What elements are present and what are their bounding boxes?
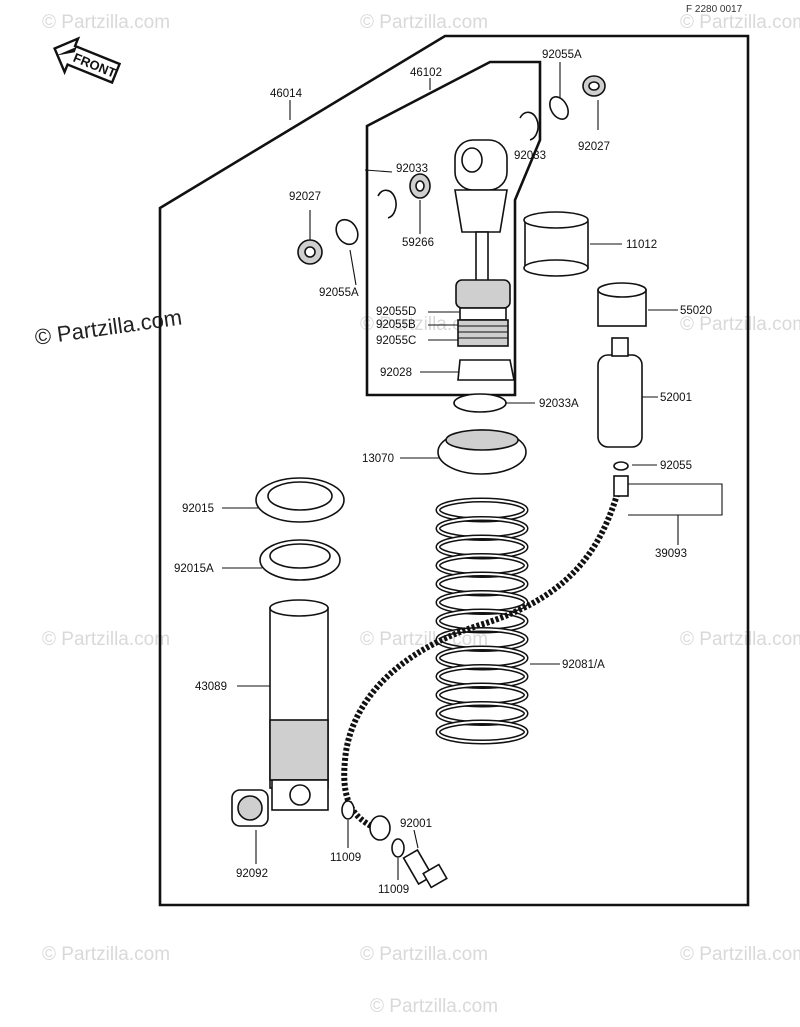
cap-icon <box>597 282 647 327</box>
part-label: 92033 <box>514 150 546 162</box>
assembly-frame <box>158 34 750 907</box>
part-label: 11009 <box>378 884 409 896</box>
snap-ring-icon <box>519 111 539 141</box>
hose-icon <box>341 483 623 833</box>
part-label: 92033A <box>539 398 579 410</box>
part-label: 92027 <box>578 141 610 153</box>
part-label: 92015A <box>174 563 214 575</box>
watermark: © Partzilla.com <box>360 12 488 33</box>
shock-body-icon <box>454 139 511 347</box>
lock-nut-icon <box>255 477 345 523</box>
part-label: 92055 <box>660 460 692 472</box>
parts <box>231 75 647 889</box>
banjo-fitting-icon <box>369 815 391 841</box>
part-label: 13070 <box>362 453 394 465</box>
part-label: 59266 <box>402 237 434 249</box>
lock-nut-icon <box>259 539 341 581</box>
watermark: © Partzilla.com <box>360 944 488 965</box>
part-label: 92055D <box>376 306 416 318</box>
subassembly-frame <box>365 60 542 397</box>
part-label: 92028 <box>380 367 412 379</box>
bolt-icon <box>402 848 448 889</box>
snap-ring-icon <box>453 393 507 413</box>
part-label: 52001 <box>660 392 692 404</box>
watermark: © Partzilla.com <box>42 12 170 33</box>
shock-cylinder-icon <box>269 599 329 811</box>
washer-icon <box>341 800 355 820</box>
part-label: 92081/A <box>562 659 605 671</box>
watermark: © Partzilla.com <box>680 629 800 650</box>
snap-ring-icon <box>377 189 397 219</box>
ring-icon <box>457 359 515 381</box>
watermark: © Partzilla.com <box>360 314 488 335</box>
front-arrow-icon: FRONT <box>53 36 122 85</box>
spring-coil-highlight <box>437 721 527 743</box>
part-label: 92001 <box>400 818 432 830</box>
watermark: © Partzilla.com <box>370 996 498 1017</box>
watermark: © Partzilla.com <box>680 314 800 335</box>
cover-icon <box>523 211 589 277</box>
part-label: 92055A <box>542 49 582 61</box>
washer-icon <box>335 218 359 246</box>
part-label: 11009 <box>330 852 361 864</box>
washer-icon <box>549 96 569 120</box>
part-label: 92055A <box>319 287 359 299</box>
o-ring-icon <box>613 461 629 471</box>
watermark: © Partzilla.com <box>680 12 800 33</box>
watermark: © Partzilla.com <box>680 944 800 965</box>
part-label: 11012 <box>626 239 657 251</box>
watermark: © Partzilla.com <box>42 944 170 965</box>
spring-seat-icon <box>437 429 527 475</box>
watermark: © Partzilla.com <box>42 629 170 650</box>
part-label: 46102 <box>410 67 442 79</box>
part-label: 39093 <box>655 548 687 560</box>
part-label: 92055C <box>376 335 416 347</box>
leader-lines <box>222 62 723 880</box>
bushing-icon <box>231 789 269 827</box>
part-labels: 46014 46102 92055A 92027 92033 92033 920… <box>174 49 712 896</box>
part-label: 92015 <box>182 503 214 515</box>
diagram-code: F 2280 0017 <box>686 4 743 15</box>
part-label: 92033 <box>396 163 428 175</box>
part-label: 46014 <box>270 88 303 100</box>
reservoir-icon <box>597 337 643 448</box>
part-label: 92092 <box>236 868 268 880</box>
part-label: 55020 <box>680 305 712 317</box>
part-label: 92027 <box>289 191 321 203</box>
part-label: 43089 <box>195 681 227 693</box>
washer-icon <box>391 838 405 858</box>
coil-spring-icon <box>435 497 529 745</box>
part-label: 92055B <box>376 319 416 331</box>
